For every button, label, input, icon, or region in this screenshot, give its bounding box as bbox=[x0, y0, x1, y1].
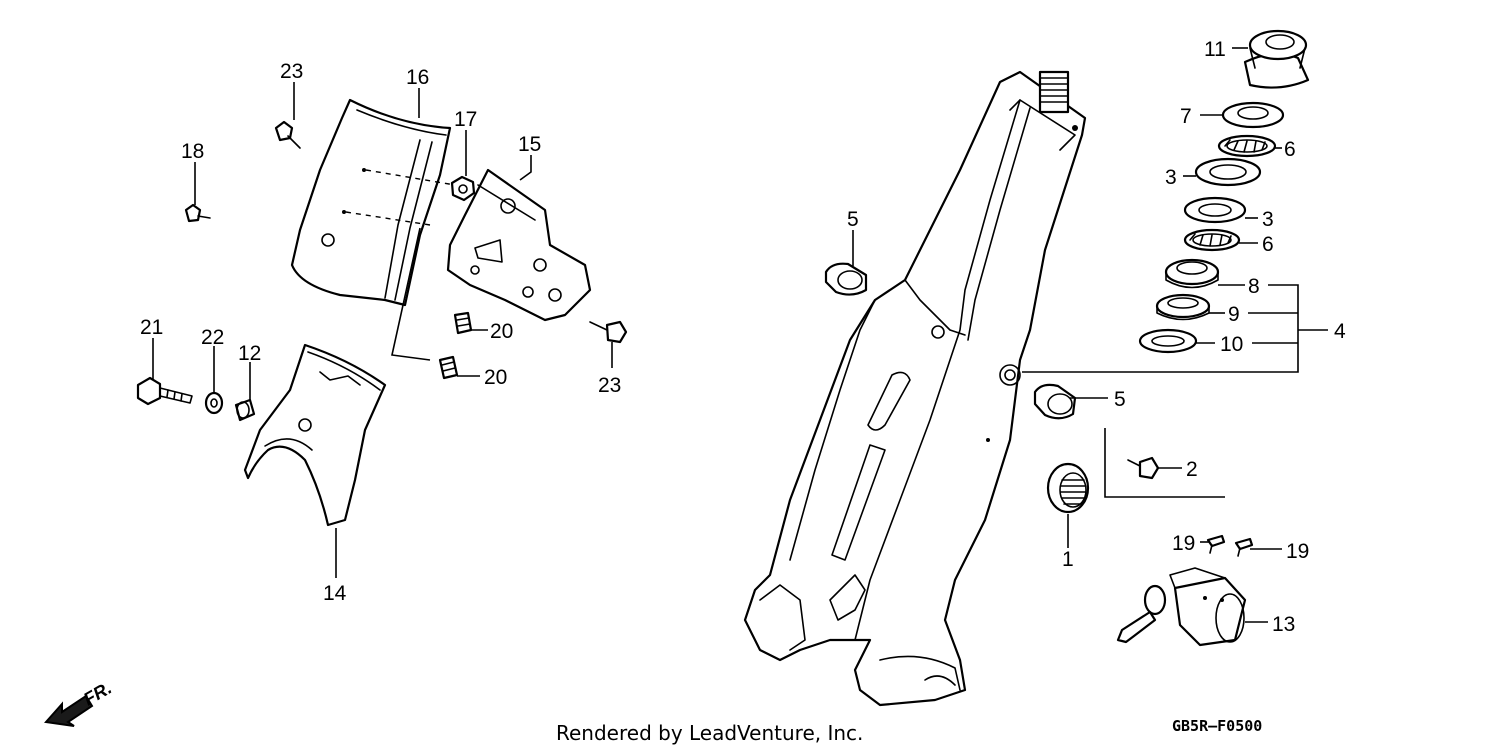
bracket-15 bbox=[446, 168, 592, 322]
seal-10 bbox=[1138, 328, 1198, 354]
cone-3-lower bbox=[1183, 196, 1247, 224]
front-direction-arrow-icon: FR. bbox=[44, 678, 115, 727]
race-9 bbox=[1155, 293, 1211, 321]
callout-3-upper: 3 bbox=[1165, 166, 1177, 189]
nut-17 bbox=[450, 175, 476, 202]
callout-11: 11 bbox=[1204, 38, 1226, 61]
callout-16: 16 bbox=[406, 66, 429, 89]
callout-labels: 23 16 17 15 18 20 20 23 21 22 12 14 5 5 … bbox=[140, 38, 1346, 636]
callout-9: 9 bbox=[1228, 303, 1240, 326]
callout-21: 21 bbox=[140, 316, 163, 339]
screw-19-left bbox=[1206, 534, 1226, 554]
callout-10: 10 bbox=[1220, 333, 1243, 356]
frame-body bbox=[743, 70, 1087, 707]
steering-nut-11 bbox=[1243, 29, 1310, 89]
callout-13: 13 bbox=[1272, 613, 1295, 636]
cone-3-upper bbox=[1194, 157, 1262, 187]
callout-18: 18 bbox=[181, 140, 204, 163]
bolt-21 bbox=[136, 376, 193, 406]
callout-20-upper: 20 bbox=[490, 320, 513, 343]
callout-23-lower: 23 bbox=[598, 374, 621, 397]
collar-12 bbox=[234, 398, 256, 422]
steering-lock-13 bbox=[1116, 567, 1247, 647]
leader-lines bbox=[152, 47, 1328, 623]
callout-5-right: 5 bbox=[1114, 388, 1126, 411]
bolt-23-upper bbox=[274, 120, 301, 149]
washer-22 bbox=[204, 391, 224, 415]
callout-3-lower: 3 bbox=[1262, 208, 1274, 231]
callout-23-upper: 23 bbox=[280, 60, 303, 83]
upper-cover-16 bbox=[290, 98, 456, 361]
clip-20-upper bbox=[453, 311, 473, 335]
callout-6-lower: 6 bbox=[1262, 233, 1274, 256]
bolt-23-lower bbox=[589, 320, 628, 344]
race-8 bbox=[1164, 258, 1220, 289]
bearing-6-upper bbox=[1217, 134, 1277, 158]
clip-20-lower bbox=[438, 355, 459, 380]
screw-18 bbox=[184, 203, 211, 223]
callout-20-lower: 20 bbox=[484, 366, 507, 389]
callout-2: 2 bbox=[1186, 458, 1198, 481]
diagram-code: GB5R–F0500 bbox=[1172, 717, 1262, 735]
callout-19-left: 19 bbox=[1172, 532, 1195, 555]
callout-8: 8 bbox=[1248, 275, 1260, 298]
callout-6-upper: 6 bbox=[1284, 138, 1296, 161]
callout-19-right: 19 bbox=[1286, 540, 1309, 563]
grommet-5-right bbox=[1033, 383, 1077, 420]
callout-15: 15 bbox=[518, 133, 541, 156]
render-credit: Rendered by LeadVenture, Inc. bbox=[556, 721, 863, 745]
callout-4: 4 bbox=[1334, 320, 1346, 343]
callout-7: 7 bbox=[1180, 105, 1192, 128]
callout-17: 17 bbox=[454, 108, 477, 131]
lower-cover-14 bbox=[243, 343, 387, 527]
screw-2 bbox=[1127, 456, 1160, 480]
cap-1 bbox=[1046, 462, 1090, 514]
callout-5-left: 5 bbox=[847, 208, 859, 231]
callout-1: 1 bbox=[1062, 548, 1074, 571]
race-7 bbox=[1221, 101, 1285, 129]
grommet-5-left bbox=[824, 262, 868, 296]
callout-22: 22 bbox=[201, 326, 224, 349]
callout-12: 12 bbox=[238, 342, 261, 365]
bearing-6-lower bbox=[1183, 228, 1241, 252]
callout-14: 14 bbox=[323, 582, 347, 605]
screw-19-right bbox=[1234, 537, 1254, 557]
